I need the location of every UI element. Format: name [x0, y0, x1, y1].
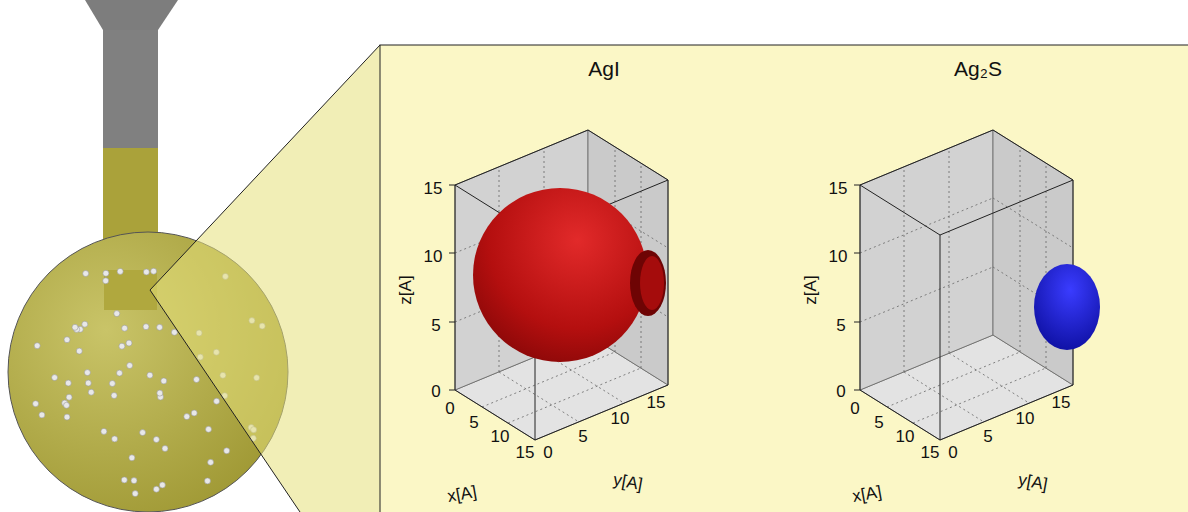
tick-label: 10: [611, 410, 630, 427]
tick-label: 0: [836, 383, 845, 400]
particle-dot: [76, 348, 82, 354]
particle-dot: [206, 426, 212, 432]
tick-label: 0: [431, 383, 440, 400]
tick-label: 0: [850, 400, 859, 417]
tick-label: 5: [836, 317, 845, 334]
tick-label: 15: [829, 180, 848, 197]
particle-dot: [126, 340, 132, 346]
particle-dot: [109, 381, 115, 387]
particle-dot: [114, 311, 120, 317]
tick-label: 15: [647, 394, 666, 411]
axis-label: z[A]: [802, 275, 819, 304]
particle-dot: [111, 393, 117, 399]
tick-label: 15: [921, 444, 940, 461]
tick-label: 10: [829, 248, 848, 265]
particle-dot: [33, 401, 39, 407]
particle-dot: [153, 437, 159, 443]
axis-label: x[A]: [446, 483, 478, 505]
particle-dot: [85, 380, 91, 386]
particle-dot: [153, 486, 159, 492]
particle-dot: [84, 370, 90, 376]
particle-dot: [208, 459, 214, 465]
particle-dot: [103, 278, 109, 284]
particle-dot: [82, 321, 88, 327]
tick-label: 10: [1016, 410, 1035, 427]
particle-dot: [34, 343, 40, 349]
particle-dot: [143, 324, 149, 330]
particle-dot: [132, 491, 138, 497]
particle-dot: [103, 270, 109, 276]
particle-dot: [52, 375, 58, 381]
axis-label: x[A]: [851, 483, 883, 505]
tick-label: 5: [874, 414, 883, 431]
tick-label: 15: [516, 444, 535, 461]
particle-dot: [66, 394, 72, 400]
particle-dot: [191, 410, 197, 416]
particle-dot: [184, 414, 190, 420]
tick-label: 15: [1052, 394, 1071, 411]
tick-label: 0: [445, 400, 454, 417]
particle-dot: [161, 378, 167, 384]
particle-dot: [127, 363, 133, 369]
particle-dot: [157, 324, 163, 330]
tick-label: 5: [431, 317, 440, 334]
particle-dot: [151, 268, 157, 274]
tick-label: 5: [469, 414, 478, 431]
particle-dot: [157, 390, 163, 396]
tick-label: 15: [424, 180, 443, 197]
particle-dot: [119, 343, 125, 349]
particle-dot: [214, 398, 220, 404]
tick-label: 10: [424, 248, 443, 265]
particle-dot: [122, 325, 128, 331]
particle-dot: [143, 269, 149, 275]
particle-dot: [131, 478, 137, 484]
particle-dot: [117, 370, 123, 376]
particle-dot: [88, 389, 94, 395]
particle-dot: [205, 478, 211, 484]
particle-dot: [147, 372, 153, 378]
axis-label: y[A]: [1017, 471, 1049, 493]
plot-title: Ag₂S: [954, 58, 1002, 79]
particle-dot: [83, 271, 89, 277]
particle-dot: [65, 380, 71, 386]
particle-dot: [224, 448, 230, 454]
particle-dot: [140, 430, 146, 436]
particle-dot: [171, 329, 177, 335]
particle-dot: [129, 455, 135, 461]
particle-dot: [117, 268, 123, 274]
tick-label: 5: [983, 428, 992, 445]
tick-label: 5: [578, 428, 587, 445]
particle-dot: [64, 337, 70, 343]
tick-label: 0: [543, 444, 552, 461]
particle-dot: [39, 412, 45, 418]
particle-dot: [64, 414, 70, 420]
plot-title: AgI: [588, 58, 620, 79]
particle-dot: [64, 402, 70, 408]
particle-dot: [159, 482, 165, 488]
particle-dot: [121, 477, 127, 483]
tick-label: 10: [896, 428, 915, 445]
particle-dot: [112, 436, 118, 442]
particle-dot: [194, 377, 200, 383]
particle-dot: [72, 324, 78, 330]
tick-label: 10: [491, 428, 510, 445]
axis-label: y[A]: [612, 471, 644, 493]
tick-label: 0: [948, 444, 957, 461]
particle-dot: [101, 428, 107, 434]
particle-dot: [162, 446, 168, 452]
axis-label: z[A]: [397, 275, 414, 304]
